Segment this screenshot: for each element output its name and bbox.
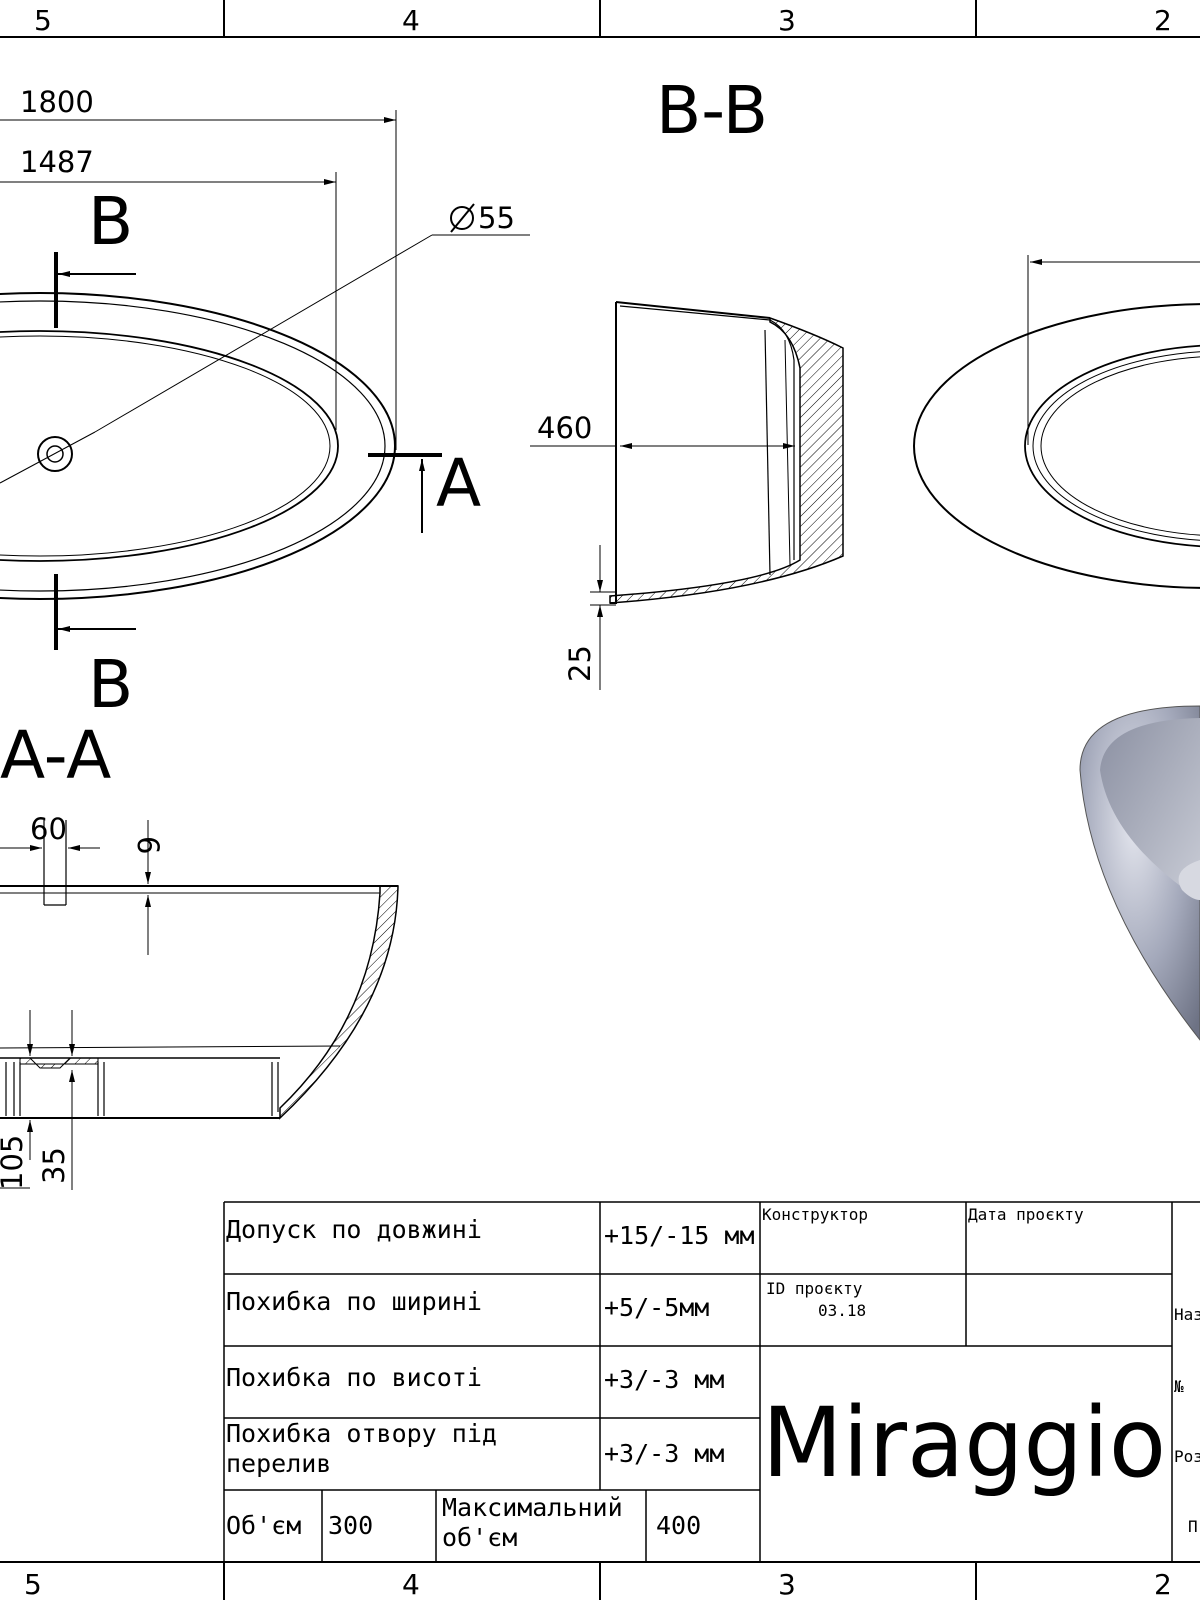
designer-label: Конструктор [762,1205,868,1224]
project-id-label: ID проєкту [766,1279,863,1298]
tolerance-overflow-value: +3/-3 мм [604,1439,724,1468]
max-volume-value: 400 [656,1511,701,1540]
section-bb-title: B-B [656,72,768,149]
zone-labels-top: 5 4 3 2 [34,4,1172,37]
dimension-base-height: 105 [0,1135,29,1190]
section-bb-view [530,301,844,690]
drain-outline [37,436,73,472]
dimension-rim-offset: 6 [131,836,165,854]
cut-label-a: A [436,445,481,522]
name-label-cropped: Наз [1174,1305,1200,1324]
dimension-drain-diameter: 55 [478,201,515,235]
zone-label: 3 [778,4,796,37]
dimension-drain-depth: 35 [37,1147,71,1184]
size-label-cropped: Роз [1174,1447,1200,1466]
cut-label-b-bottom: B [88,646,133,723]
tolerance-width-label: Похибка по ширині [226,1287,482,1316]
tolerance-overflow-label-line2: перелив [226,1449,331,1478]
max-volume-label-line2: об'єм [442,1523,517,1552]
zone-label: 5 [24,1568,42,1600]
title-block-tolerances: Допуск по довжині +15/-15 мм Похибка по … [226,1215,755,1552]
tolerance-width-value: +5/-5мм [604,1293,709,1322]
zone-label: 3 [778,1568,796,1600]
title-block-lines [223,1201,1200,1562]
extra-label-cropped: П [1188,1517,1198,1536]
tolerance-length-label: Допуск по довжині [226,1215,482,1244]
side-view-right [913,255,1200,589]
zone-label: 2 [1154,1568,1172,1600]
volume-value: 300 [328,1511,373,1540]
zone-label: 5 [34,4,52,37]
zone-label: 4 [402,4,420,37]
volume-label: Об'єм [226,1511,301,1540]
cut-label-b-top: B [88,183,133,260]
project-id-value: 03.18 [818,1301,866,1320]
dimension-length-inner: 1487 [20,145,94,179]
dimension-bottom-thickness: 25 [563,645,597,682]
max-volume-label-line1: Максимальний [442,1493,623,1522]
brand-logo: Miraggio [762,1387,1166,1499]
dimension-overflow-width: 60 [30,812,67,846]
diameter-symbol-icon [450,203,475,233]
bath-3d-render [1079,705,1200,1041]
zone-labels-bottom: 5 4 3 2 [24,1568,1172,1600]
dimension-height: 460 [537,411,592,445]
section-aa-view [0,820,399,1190]
project-date-label: Дата проєкту [968,1205,1084,1224]
zone-label: 2 [1154,4,1172,37]
tolerance-overflow-label-line1: Похибка отвору під [226,1419,497,1448]
number-label-cropped: № [1174,1377,1184,1396]
tolerance-length-value: +15/-15 мм [604,1221,755,1250]
section-aa-title: A-A [0,717,111,794]
plan-view [0,110,530,650]
dimension-length-outer: 1800 [20,85,94,119]
tolerance-height-label: Похибка по висоті [226,1363,482,1392]
tolerance-height-value: +3/-3 мм [604,1365,724,1394]
zone-label: 4 [402,1568,420,1600]
title-block-project: Конструктор Дата проєкту ID проєкту 03.1… [762,1205,1200,1536]
